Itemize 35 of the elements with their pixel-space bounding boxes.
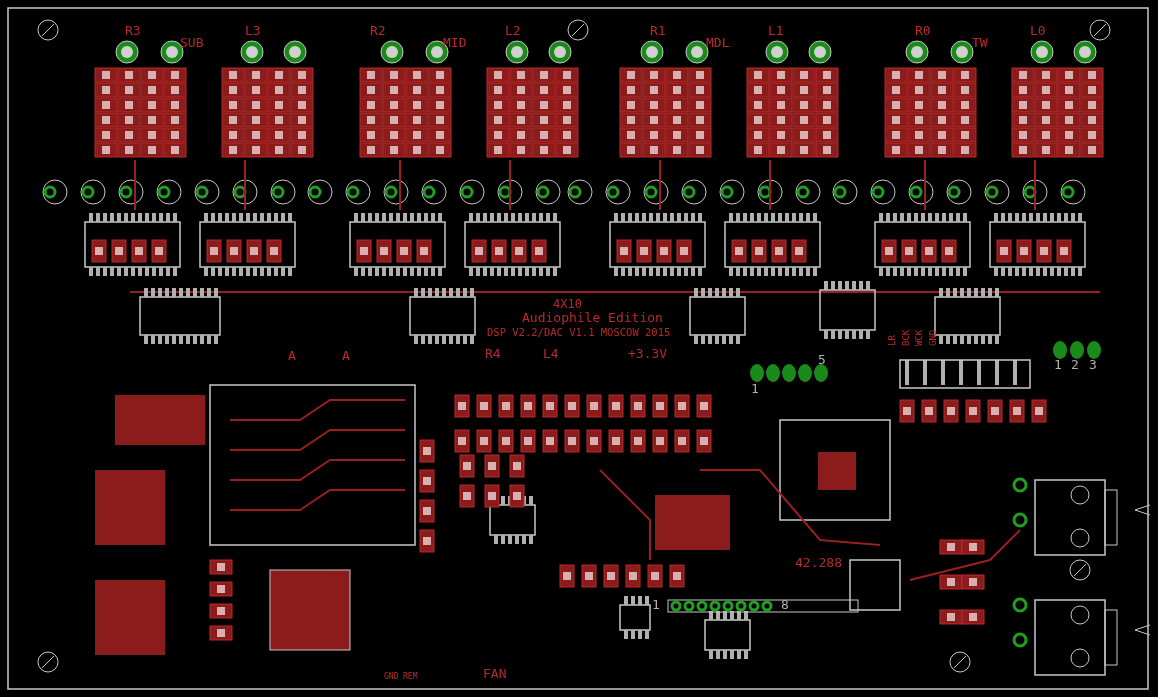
silkscreen-label: SUB: [180, 36, 204, 50]
pin-number: 1: [652, 598, 660, 612]
silkscreen-label: 42.288: [795, 556, 842, 570]
silkscreen-label: GND: [384, 671, 399, 683]
silkscreen-label: MDL: [706, 36, 730, 50]
silkscreen-label: L1: [768, 24, 784, 38]
silkscreen-label: R4: [485, 347, 501, 361]
pin-number: 8: [781, 598, 789, 612]
silkscreen-label: L4: [543, 347, 559, 361]
header-pin-label: BCK: [901, 329, 911, 346]
board-title-text: Audiophile Edition: [522, 311, 663, 325]
silkscreen-label: R3: [125, 24, 141, 38]
silkscreen-label: L0: [1030, 24, 1046, 38]
header-pin-label: GND: [928, 329, 938, 346]
silkscreen-label: MID: [443, 36, 467, 50]
silkscreen-label: FAN: [483, 667, 507, 681]
silkscreen-label: +3.3V: [628, 347, 668, 361]
silkscreen-label: REM: [403, 671, 418, 683]
silkscreen-label: A: [288, 349, 296, 363]
silkscreen-label: R1: [650, 24, 666, 38]
board-title-text: DSP V2.2/DAC V1.1 MOSCOW 2015: [487, 325, 671, 339]
header-pin-label: WCK: [914, 329, 924, 346]
pin-number: 1: [751, 382, 759, 396]
silkscreen-label: R2: [370, 24, 386, 38]
silkscreen-label: R0: [915, 24, 931, 38]
silkscreen-label: L3: [245, 24, 261, 38]
header-pin-label: LR: [887, 335, 897, 346]
pin-number: 1: [1054, 358, 1062, 372]
pin-number: 2: [1071, 358, 1079, 372]
silkscreen-label: A: [342, 349, 350, 363]
pin-number: 3: [1089, 358, 1097, 372]
silkscreen-label: TW: [972, 36, 988, 50]
silkscreen-label: L2: [505, 24, 521, 38]
board-title-text: 4X10: [553, 297, 582, 311]
pin-number: 5: [818, 353, 826, 367]
